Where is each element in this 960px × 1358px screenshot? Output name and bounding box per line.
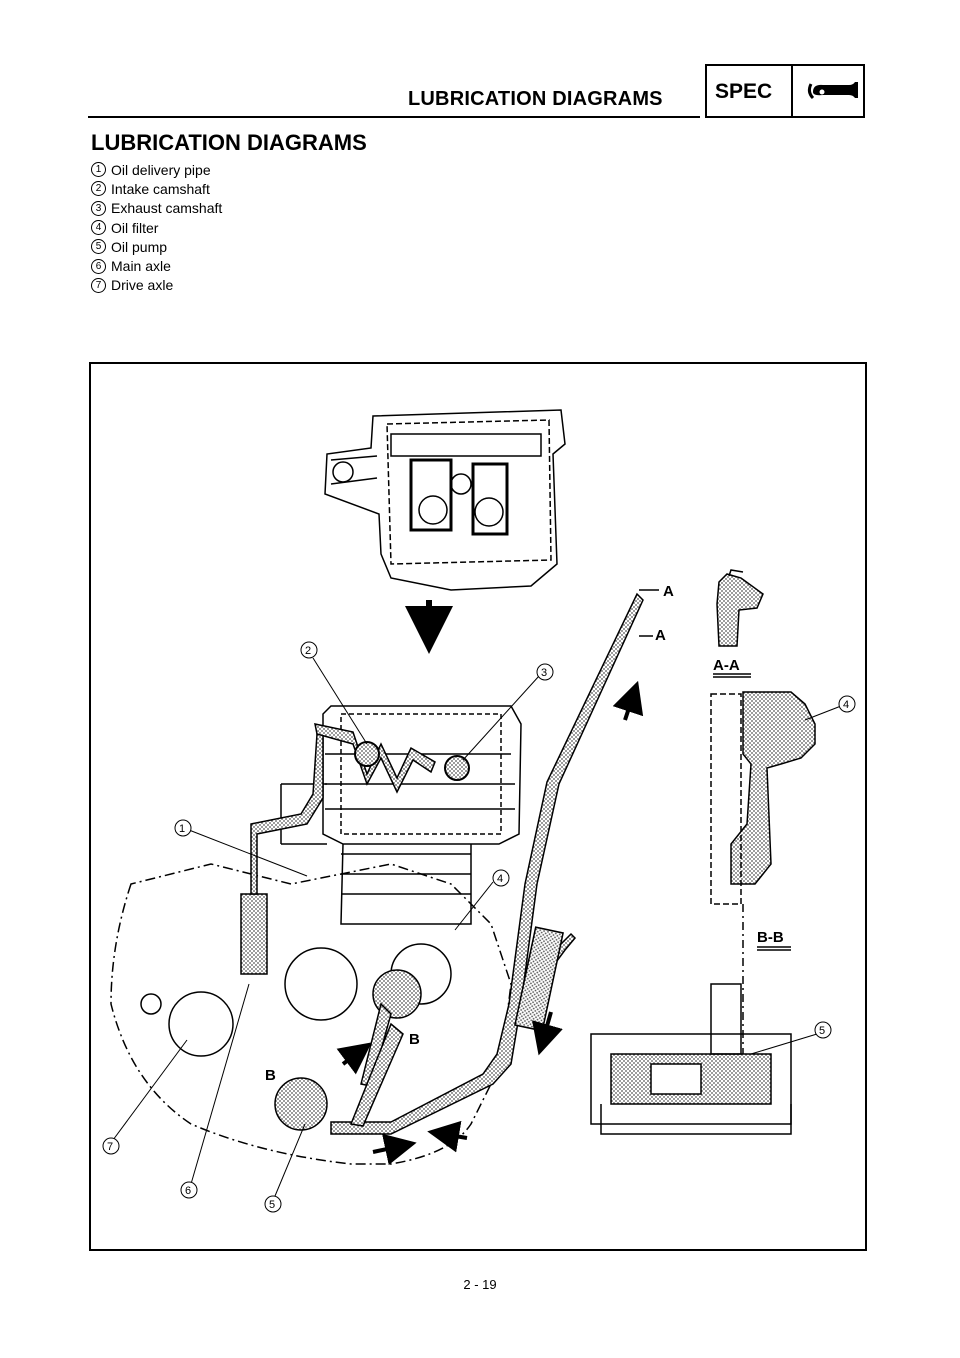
legend-label: Exhaust camshaft xyxy=(111,200,223,217)
lubrication-diagram-figure: A-A A A B-B xyxy=(89,362,867,1251)
header-title: LUBRICATION DIAGRAMS xyxy=(408,88,663,110)
legend-number: 2 xyxy=(91,181,106,197)
legend-label: Intake camshaft xyxy=(111,180,210,197)
header-rule xyxy=(88,116,700,118)
legend-item: 6 Main axle xyxy=(91,256,222,275)
camshaft-journals xyxy=(354,741,470,781)
callout-number: 3 xyxy=(541,667,547,679)
section-b-b-drawing: B-B xyxy=(710,691,816,1064)
legend-item: 7 Drive axle xyxy=(91,276,222,295)
callout-number: 5 xyxy=(819,1025,825,1037)
cut-label-b: B xyxy=(409,1031,420,1048)
legend-item: 5 Oil pump xyxy=(91,237,222,256)
legend-number: 5 xyxy=(91,239,106,255)
callout-number: 7 xyxy=(107,1141,113,1153)
legend-number: 1 xyxy=(91,162,106,178)
section-aa-label: A-A xyxy=(713,657,740,674)
page-heading: LUBRICATION DIAGRAMS xyxy=(91,130,367,155)
callout-number: 2 xyxy=(305,645,311,657)
cut-label-b: B xyxy=(265,1067,276,1084)
engine-illustration: A-A A A B-B xyxy=(102,409,856,1213)
spec-box: SPEC xyxy=(705,64,865,118)
callout-leaders xyxy=(112,657,842,1197)
callout-3: 3 xyxy=(536,663,554,681)
legend-label: Oil delivery pipe xyxy=(111,161,211,178)
cut-label-a: A xyxy=(663,583,674,600)
callout-number: 4 xyxy=(843,699,849,711)
callout-2: 2 xyxy=(300,641,318,659)
legend-item: 1 Oil delivery pipe xyxy=(91,160,222,179)
legend-label: Oil pump xyxy=(111,238,168,255)
oil-pump-section-drawing xyxy=(590,983,792,1135)
callout-5-section: 5 xyxy=(814,1021,832,1039)
callout-5: 5 xyxy=(264,1195,282,1213)
spec-divider xyxy=(791,66,793,116)
wrench-icon xyxy=(807,82,858,100)
callout-number: 5 xyxy=(269,1199,275,1211)
legend-label: Oil filter xyxy=(111,219,159,236)
callout-7: 7 xyxy=(102,1137,120,1155)
section-bb-label: B-B xyxy=(757,929,784,946)
legend-label: Drive axle xyxy=(111,277,174,294)
legend-number: 6 xyxy=(91,258,106,274)
legend-item: 2 Intake camshaft xyxy=(91,179,222,198)
legend-list: 1 Oil delivery pipe 2 Intake camshaft 3 Exh… xyxy=(91,160,222,295)
callout-number: 1 xyxy=(179,823,185,835)
page-number: 2 - 19 xyxy=(463,1277,497,1292)
legend-number: 7 xyxy=(91,277,106,293)
legend-number: 3 xyxy=(91,200,106,216)
cut-label-a: A xyxy=(655,627,666,644)
legend-item: 3 Exhaust camshaft xyxy=(91,199,222,218)
callout-4: 4 xyxy=(492,869,510,887)
callout-number: 4 xyxy=(497,873,503,885)
callout-markers: 2 3 1 4 7 6 5 xyxy=(102,641,856,1213)
callout-6: 6 xyxy=(180,1181,198,1199)
legend-item: 4 Oil filter xyxy=(91,218,222,237)
callout-number: 6 xyxy=(185,1185,191,1197)
callout-4-section: 4 xyxy=(838,695,856,713)
callout-1: 1 xyxy=(174,819,192,837)
section-a-a-drawing: A-A A A xyxy=(639,569,764,678)
legend-label: Main axle xyxy=(111,258,171,275)
spec-label: SPEC xyxy=(715,80,773,103)
oil-passage-drawing xyxy=(240,592,644,1135)
legend-number: 4 xyxy=(91,220,106,236)
flow-arrows xyxy=(336,680,644,1165)
cylinder-head-drawing xyxy=(324,409,566,591)
